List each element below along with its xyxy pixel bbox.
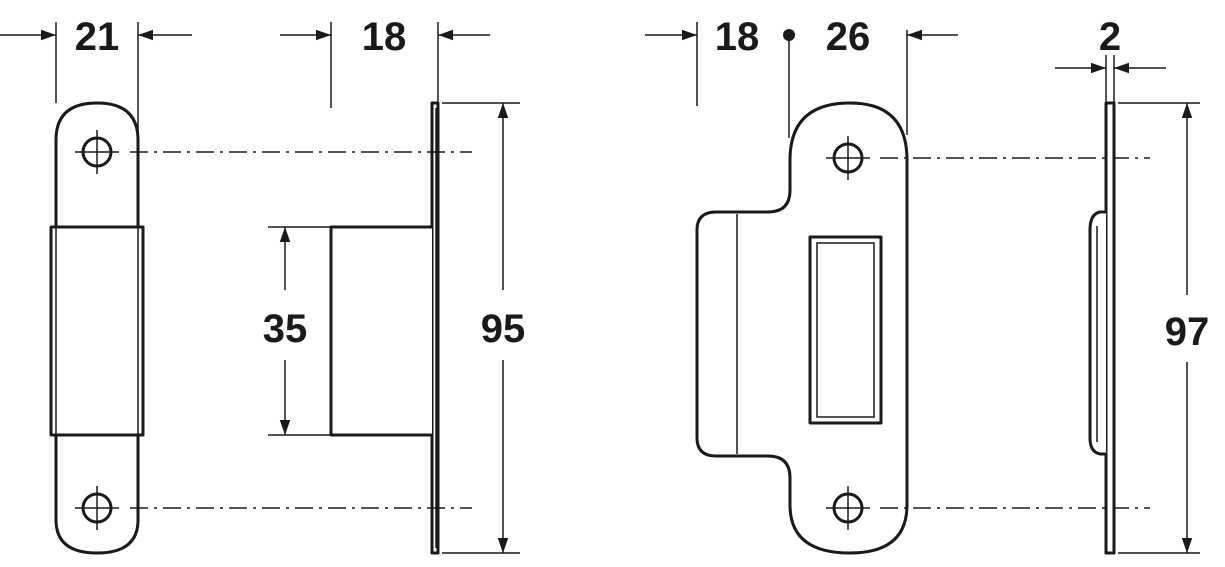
dimension-length-a: 95	[442, 102, 526, 554]
plate-front-box-section	[49, 225, 145, 437]
dimension-label-2: 2	[1099, 15, 1121, 59]
plate-side-box	[329, 218, 434, 444]
dimension-label-18-left: 18	[362, 15, 407, 59]
dimension-label-21: 21	[75, 15, 120, 59]
dimension-label-97: 97	[1165, 310, 1210, 354]
dimension-inset-b: 18	[645, 15, 759, 106]
strike-side-view	[1088, 101, 1116, 555]
strike-side-lip	[1088, 210, 1106, 456]
plate-front-view	[49, 101, 145, 555]
strike-side-plate	[1104, 101, 1116, 555]
strike-front-outline	[695, 101, 909, 555]
dimension-width-b: 26	[783, 15, 958, 138]
dimension-label-26: 26	[826, 15, 871, 59]
dimension-thickness-b: 2	[1055, 15, 1166, 103]
strike-front-latch-opening-inner	[816, 242, 875, 418]
plate-side-flange	[430, 101, 440, 555]
dimension-length-b: 97	[1118, 102, 1210, 554]
dimension-label-18-right: 18	[715, 15, 760, 59]
dimension-height-a: 35	[263, 226, 331, 436]
dimension-label-35: 35	[263, 307, 308, 351]
dimension-label-95: 95	[481, 307, 526, 351]
plate-side-view	[329, 101, 440, 555]
dimension-depth-a: 18	[280, 15, 490, 108]
dimension-width-a: 21	[0, 15, 192, 135]
strike-front-latch-opening	[808, 235, 883, 425]
strike-front-view	[695, 101, 909, 555]
